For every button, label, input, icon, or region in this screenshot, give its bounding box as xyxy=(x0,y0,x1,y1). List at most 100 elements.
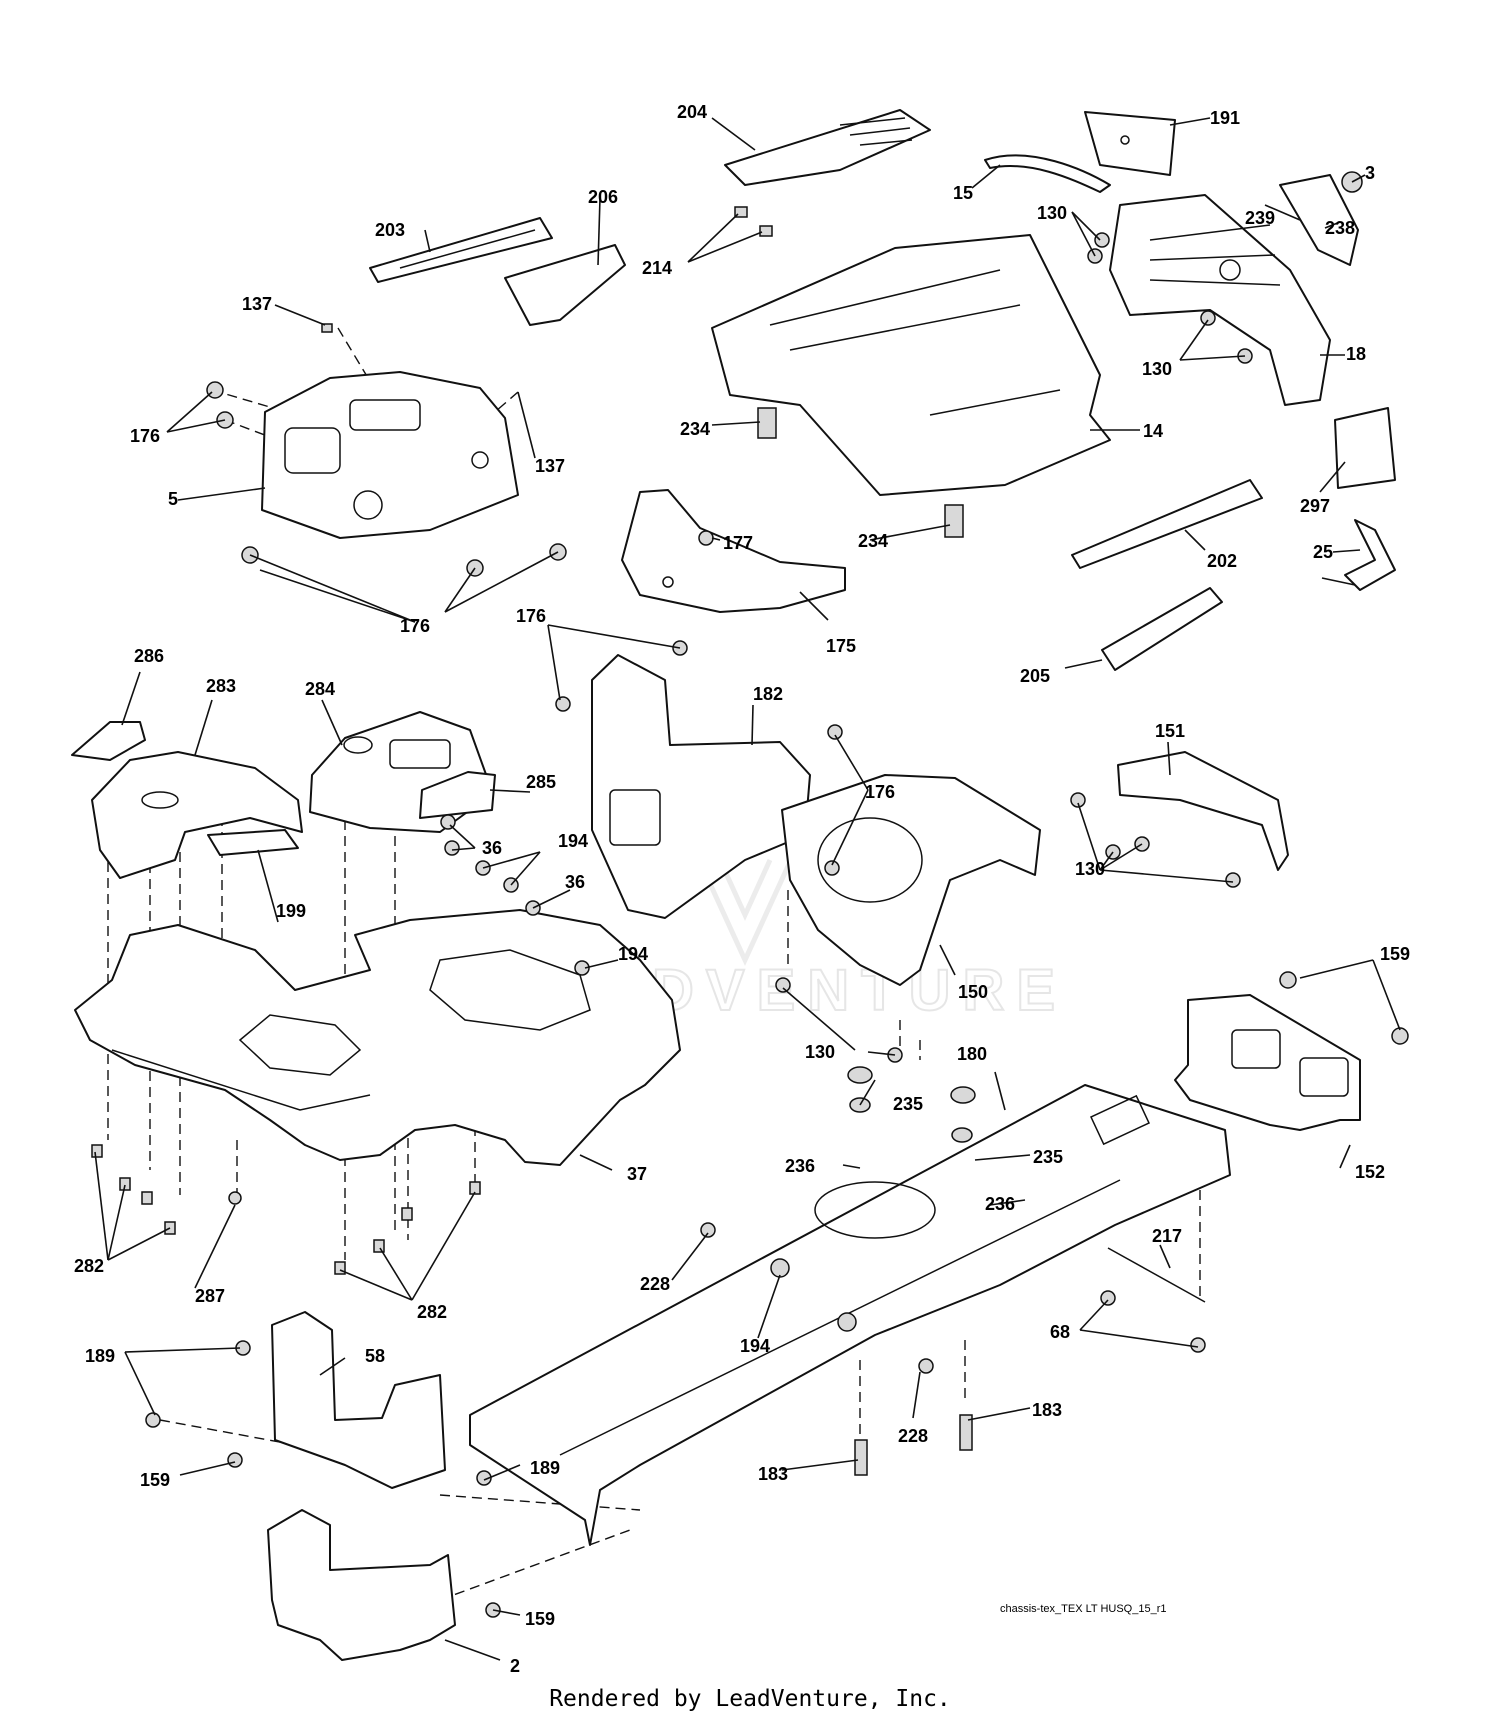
callout-130-shroud: 130 xyxy=(805,1042,835,1062)
callout-228-right: 228 xyxy=(898,1426,928,1446)
callout-180: 180 xyxy=(957,1044,987,1064)
callout-130-bracket: 130 xyxy=(1075,859,1105,879)
callout-159-left: 159 xyxy=(140,1470,170,1490)
callout-236-right: 236 xyxy=(985,1194,1015,1214)
callout-228-left: 228 xyxy=(640,1274,670,1294)
callout-286: 286 xyxy=(134,646,164,666)
callout-199: 199 xyxy=(276,901,306,921)
callout-214: 214 xyxy=(642,258,672,278)
callout-194-middle: 194 xyxy=(618,944,648,964)
part-206-dash-panel xyxy=(504,244,626,326)
part-58-bracket xyxy=(271,1311,446,1489)
footer-text: Rendered by LeadVenture, Inc. xyxy=(549,1686,951,1712)
callout-151: 151 xyxy=(1155,721,1185,741)
callout-130-top: 130 xyxy=(1037,203,1067,223)
callout-182: 182 xyxy=(753,684,783,704)
callout-285: 285 xyxy=(526,772,556,792)
part-5-dash xyxy=(261,371,519,539)
callout-183-left: 183 xyxy=(758,1464,788,1484)
part-236-bushing-b xyxy=(951,1127,973,1143)
callout-206: 206 xyxy=(588,187,618,207)
callout-297: 297 xyxy=(1300,496,1330,516)
callout-217: 217 xyxy=(1152,1226,1182,1246)
part-2-bracket xyxy=(267,1509,456,1661)
part-205-trim xyxy=(1101,587,1223,671)
callout-235-lower: 235 xyxy=(1033,1147,1063,1167)
callout-68: 68 xyxy=(1050,1322,1070,1342)
callout-3: 3 xyxy=(1365,163,1375,183)
part-234-spacer-b xyxy=(944,504,964,538)
part-151-bracket xyxy=(1117,751,1289,871)
callout-183-right: 183 xyxy=(1032,1400,1062,1420)
callout-137-side: 137 xyxy=(535,456,565,476)
callout-5: 5 xyxy=(168,489,178,509)
callout-235-upper: 235 xyxy=(893,1094,923,1114)
leader-lines xyxy=(94,117,1401,1661)
callout-58: 58 xyxy=(365,1346,385,1366)
part-283-fender-left xyxy=(91,751,303,879)
callout-14: 14 xyxy=(1143,421,1163,441)
callout-189-right: 189 xyxy=(530,1458,560,1478)
part-285-cover xyxy=(419,771,496,819)
callout-203: 203 xyxy=(375,220,405,240)
part-214-clips xyxy=(734,206,773,237)
callout-152: 152 xyxy=(1355,1162,1385,1182)
file-label: chassis-tex_TEX LT HUSQ_15_r1 xyxy=(1000,1603,1167,1615)
callout-194-lower: 194 xyxy=(740,1336,770,1356)
callout-130-grille: 130 xyxy=(1142,359,1172,379)
callout-239: 239 xyxy=(1245,208,1275,228)
part-297-headlight-cover xyxy=(1334,407,1396,489)
callout-282-right: 282 xyxy=(417,1302,447,1322)
callout-176-panel-side: 176 xyxy=(865,782,895,802)
part-203-trim xyxy=(369,217,553,283)
callout-194-upper: 194 xyxy=(558,831,588,851)
callout-205: 205 xyxy=(1020,666,1050,686)
callout-25: 25 xyxy=(1313,542,1333,562)
callout-234-upper: 234 xyxy=(680,419,710,439)
callouts: 204 191 15 3 130 239 238 206 203 214 137… xyxy=(74,102,1410,1676)
part-199-clip xyxy=(207,829,299,856)
part-37-footrest xyxy=(74,909,681,1166)
callout-189-left: 189 xyxy=(85,1346,115,1366)
callout-238: 238 xyxy=(1325,218,1355,238)
callout-176-dash: 176 xyxy=(130,426,160,446)
callout-37: 37 xyxy=(627,1164,647,1184)
part-204-hood-vent xyxy=(724,109,931,186)
callout-191: 191 xyxy=(1210,108,1240,128)
callout-234-lower: 234 xyxy=(858,531,888,551)
part-14-hood xyxy=(711,234,1111,496)
part-177-nut xyxy=(698,530,714,546)
callout-177: 177 xyxy=(723,533,753,553)
part-18-grille xyxy=(1109,194,1331,406)
callout-284: 284 xyxy=(305,679,335,699)
part-191-headlight-cover xyxy=(1084,111,1176,176)
part-234-spacer-a xyxy=(757,407,777,439)
callout-159-right: 159 xyxy=(1380,944,1410,964)
callout-150: 150 xyxy=(958,982,988,1002)
callout-176-dash-lower: 176 xyxy=(400,616,430,636)
part-235-bushing-a xyxy=(847,1066,873,1084)
callout-2: 2 xyxy=(510,1656,520,1676)
callout-36-upper: 36 xyxy=(482,838,502,858)
part-25-lens xyxy=(1344,519,1396,591)
part-150-shroud xyxy=(781,774,1041,986)
part-175-bracket xyxy=(621,489,846,613)
callout-202: 202 xyxy=(1207,551,1237,571)
callout-15: 15 xyxy=(953,183,973,203)
part-152-bracket xyxy=(1174,994,1361,1131)
part-238-bracket xyxy=(1279,174,1359,266)
part-286-cap xyxy=(71,721,146,761)
part-217-rod xyxy=(1107,1247,1206,1303)
callout-176-panel-top: 176 xyxy=(516,606,546,626)
callout-236-left: 236 xyxy=(785,1156,815,1176)
part-235-bushing-b xyxy=(950,1086,976,1104)
part-15-trim-strip xyxy=(984,154,1111,193)
part-202-trim xyxy=(1071,479,1263,569)
callout-36-lower: 36 xyxy=(565,872,585,892)
callout-283: 283 xyxy=(206,676,236,696)
callout-159-bottom: 159 xyxy=(525,1609,555,1629)
callout-287: 287 xyxy=(195,1286,225,1306)
callout-137-top: 137 xyxy=(242,294,272,314)
callout-18: 18 xyxy=(1346,344,1366,364)
